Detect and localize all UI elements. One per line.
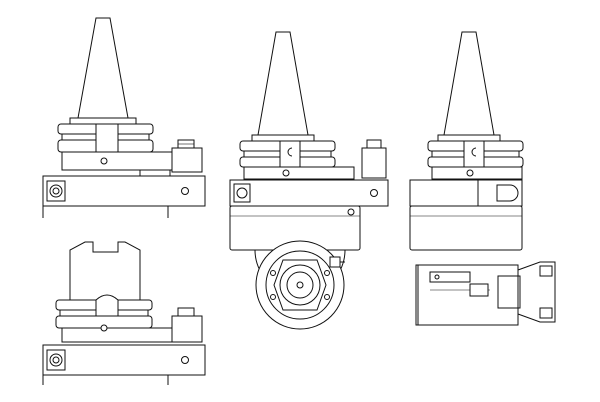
base-bar — [229, 179, 389, 207]
drive-key — [95, 123, 119, 153]
tool-shank — [469, 283, 489, 297]
side-cap — [366, 139, 382, 149]
side-block — [361, 147, 387, 179]
view-side-right — [409, 31, 556, 326]
holder-shank — [69, 241, 141, 301]
screw-icon — [100, 157, 108, 165]
body-collar — [61, 151, 173, 171]
view-side-left-top — [42, 17, 206, 218]
gear-housing — [409, 205, 523, 251]
taper-cone — [77, 17, 129, 119]
taper-cone — [257, 31, 309, 136]
body-collar — [243, 166, 355, 180]
drive-key — [95, 294, 119, 317]
bolt-icon — [49, 184, 63, 198]
view-side-left-bottom — [42, 241, 206, 385]
side-block — [171, 315, 203, 343]
hole-icon — [181, 187, 189, 195]
spacer — [139, 169, 171, 177]
clamp-jaw-bottom — [539, 307, 553, 319]
screw-icon — [100, 324, 108, 332]
side-cap — [177, 307, 195, 317]
drive-key — [279, 140, 301, 168]
drive-key — [463, 140, 485, 168]
screw-icon — [347, 208, 355, 216]
coolant-fitting — [329, 256, 341, 268]
clamp-jaw-top — [539, 265, 553, 277]
base-bar — [42, 344, 206, 376]
hole-icon — [370, 189, 378, 197]
body-collar — [431, 166, 523, 180]
key-slot — [496, 184, 519, 202]
cone-base — [437, 134, 501, 142]
bolt-icon — [236, 187, 248, 199]
side-block — [171, 147, 203, 173]
spindle-nose — [517, 261, 556, 323]
cone-base — [69, 117, 137, 125]
view-front-center — [229, 31, 389, 330]
hole-icon — [181, 356, 189, 364]
base-bar — [42, 175, 206, 207]
spindle-center-icon — [296, 281, 304, 289]
bolt-icon — [49, 353, 63, 367]
slot — [429, 271, 471, 283]
screw-icon — [466, 169, 474, 177]
screw-icon — [282, 169, 290, 177]
cone-base — [251, 134, 315, 142]
body-collar — [61, 327, 173, 343]
taper-cone — [443, 31, 495, 136]
